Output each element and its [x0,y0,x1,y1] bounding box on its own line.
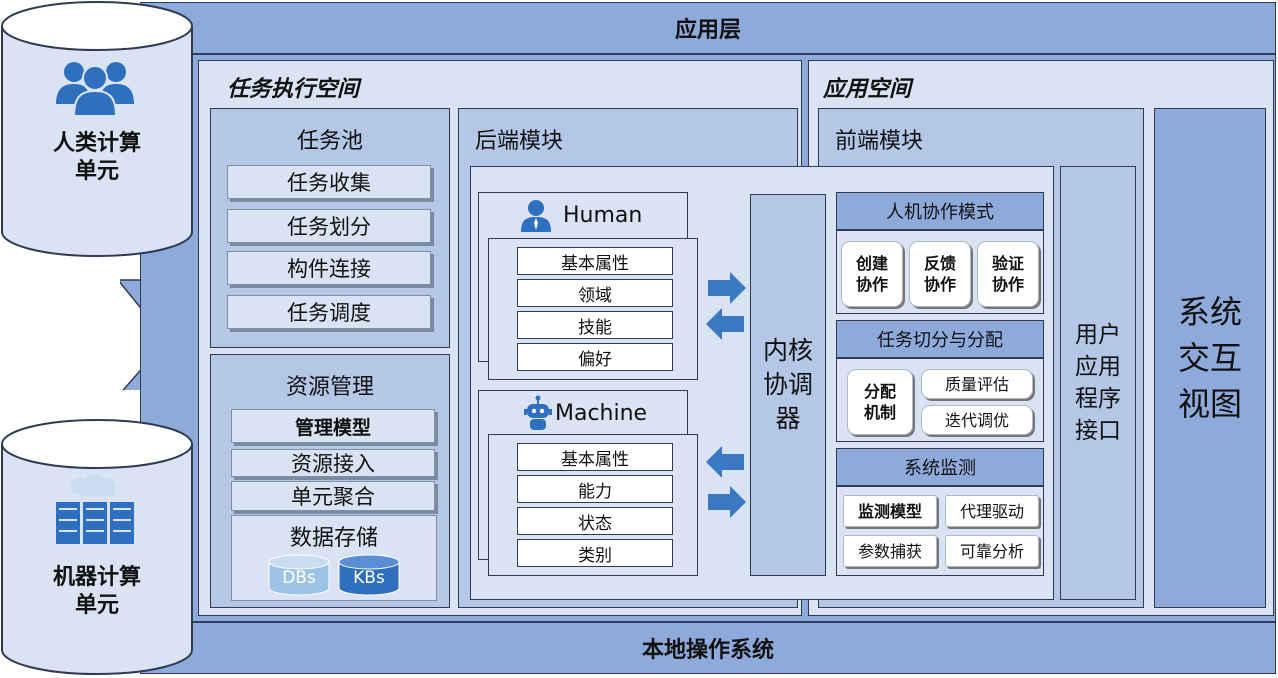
task-space-title: 任务执行空间 [227,77,360,102]
exchange-arrows [706,272,746,518]
machine-attr: 能力 [517,475,673,503]
task-pool-item: 任务收集 [227,165,431,199]
task-pool-title: 任务池 [296,129,363,154]
robot-icon [524,395,552,430]
data-storage: 数据存储 DBs KBs [231,515,437,601]
resource-item: 单元聚合 [231,481,435,511]
application-layer: 应用层 [140,2,1276,54]
left-arrow-icon [706,446,744,478]
right-arrow-icon [708,272,746,304]
kb-cylinder-icon [338,554,400,596]
human-attr-sheet: 基本属性 领域 技能 偏好 [488,238,698,380]
machine-attr: 类别 [517,539,673,567]
right-arrow-icon [708,486,746,518]
backend-title: 后端模块 [475,129,564,154]
collab-chip: 验证 协作 [977,241,1039,307]
allocation-chip: 分配 机制 [847,369,913,435]
human-unit-label: 人类计算 单元 [52,131,141,184]
monitor-chip: 代理驱动 [945,495,1039,527]
task-pool-item: 任务调度 [227,295,431,329]
app-space-title: 应用空间 [823,77,912,102]
task-split-box: 分配 机制 质量评估 迭代调优 [836,358,1044,442]
os-layer: 本地操作系统 [140,622,1276,674]
resource-title: 资源管理 [285,375,374,400]
monitor-header: 系统监测 [836,448,1044,486]
storage-title: 数据存储 [289,526,378,551]
people-icon [56,62,134,117]
task-pool: 任务池 任务收集 任务划分 构件连接 任务调度 [210,108,450,348]
cloud-server-icon [56,474,134,544]
task-pool-item: 任务划分 [227,209,431,243]
dbs-label: DBs [282,568,316,588]
system-interaction-view: 系统 交互 视图 [1154,108,1266,608]
user-api: 用户 应用 程序 接口 [1060,166,1136,600]
human-title: Human [563,203,643,228]
collab-chip: 反馈 协作 [909,241,971,307]
left-arrow-icon [706,308,744,340]
db-cylinder-icon [268,554,330,596]
monitor-chip: 监测模型 [843,495,937,527]
resource-item: 管理模型 [231,409,435,443]
collab-mode-header: 人机协作模式 [836,192,1044,230]
task-split-header: 任务切分与分配 [836,320,1044,358]
monitor-chip: 可靠分析 [945,535,1039,567]
kernel-coordinator: 内核 协调 器 [750,194,826,576]
machine-title: Machine [555,401,648,426]
split-chip: 迭代调优 [921,405,1033,435]
resource-item: 资源接入 [231,449,435,477]
resource-management: 资源管理 管理模型 资源接入 单元聚合 数据存储 DBs KBs [210,354,450,608]
human-attr: 偏好 [517,343,673,371]
collab-mode-box: 创建 协作 反馈 协作 验证 协作 [836,230,1044,314]
machine-unit-cylinder [1,419,193,675]
kbs-label: KBs [353,568,385,588]
frontend-title: 前端模块 [835,129,924,154]
machine-attr: 状态 [517,507,673,535]
split-chip: 质量评估 [921,369,1033,399]
human-attr: 基本属性 [517,247,673,275]
human-unit-cylinder [1,1,193,257]
human-attr: 技能 [517,311,673,339]
machine-attr-sheet: 基本属性 能力 状态 类别 [488,434,698,576]
monitor-box: 监测模型 代理驱动 参数捕获 可靠分析 [836,486,1044,576]
machine-attr: 基本属性 [517,443,673,471]
human-attr: 领域 [517,279,673,307]
person-icon [521,200,551,232]
machine-unit-label: 机器计算 单元 [52,565,141,618]
monitor-chip: 参数捕获 [843,535,937,567]
collab-chip: 创建 协作 [841,241,903,307]
task-pool-item: 构件连接 [227,251,431,285]
